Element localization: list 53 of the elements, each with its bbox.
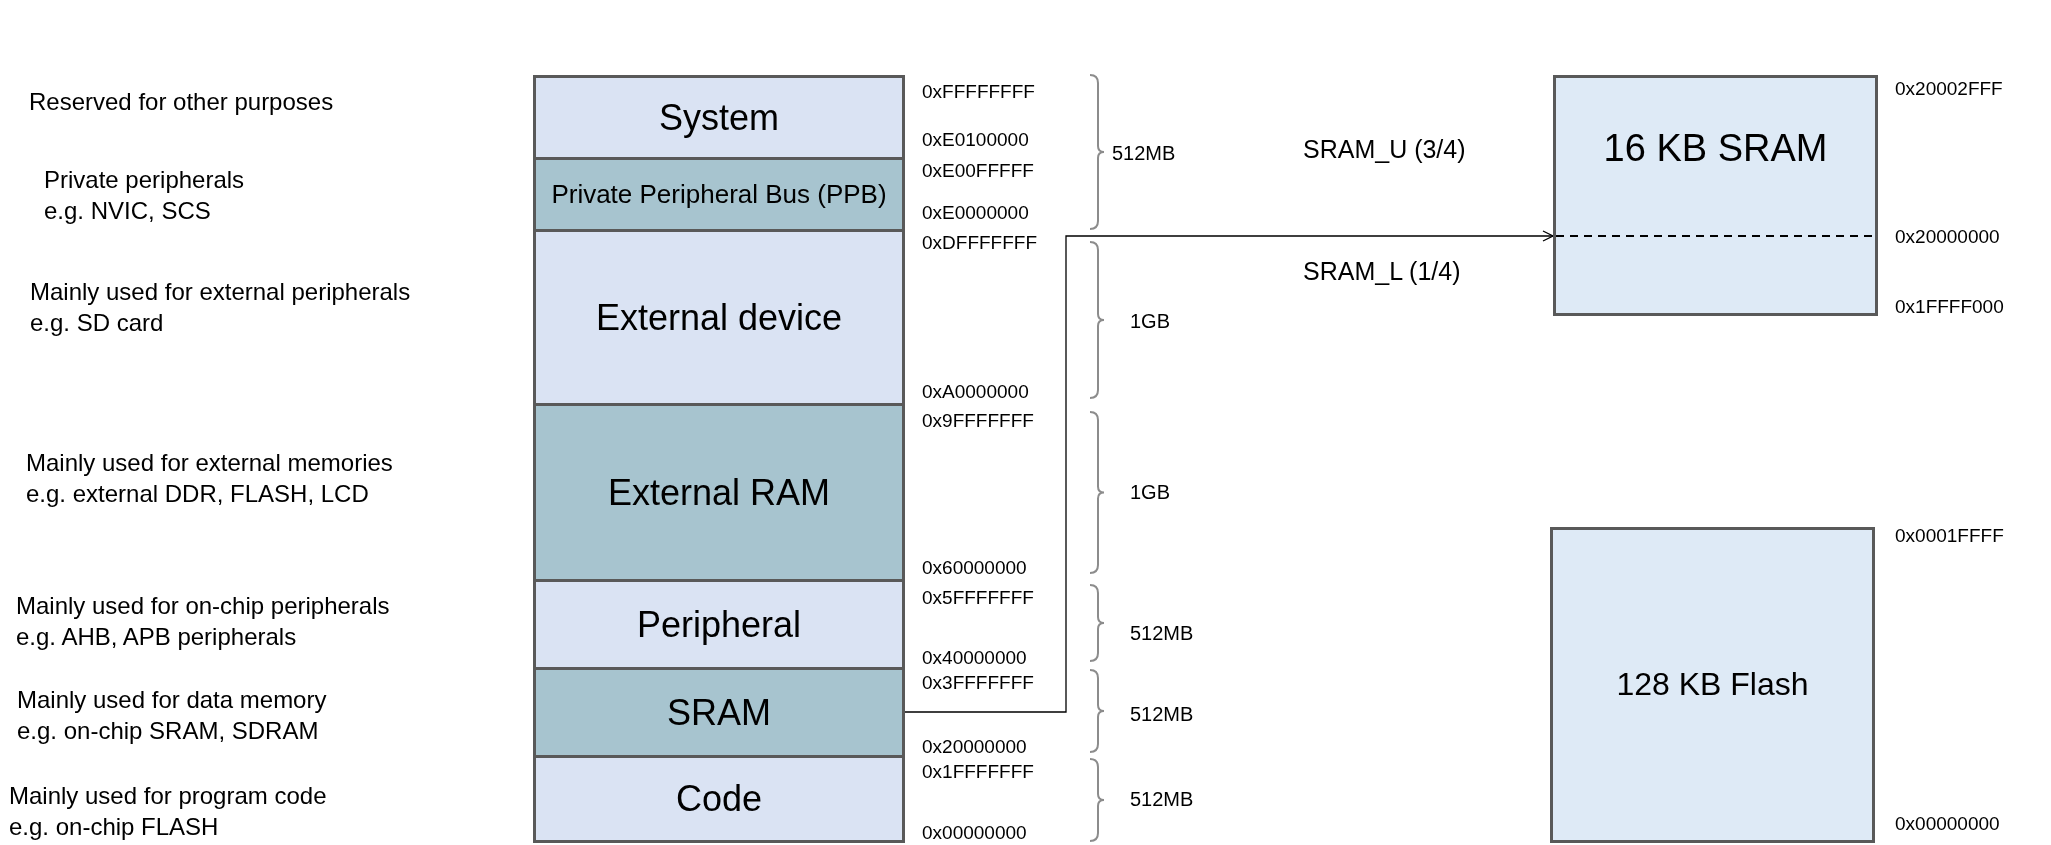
memory-region-block bbox=[533, 229, 905, 406]
address-label: 0x1FFFF000 bbox=[1895, 295, 2004, 318]
address-label: 0x20002FFF bbox=[1895, 77, 2003, 100]
region-description: Reserved for other purposes bbox=[29, 87, 334, 117]
address-label: 0x40000000 bbox=[922, 646, 1027, 669]
memory-region-block bbox=[533, 157, 905, 232]
region-description: Mainly used for external peripherals e.g. SD card bbox=[30, 277, 412, 339]
memory-region-block bbox=[533, 403, 905, 582]
region-name: 128 KB Flash bbox=[1616, 667, 1809, 703]
address-label: 0x20000000 bbox=[922, 735, 1027, 758]
address-label: 0xE0000000 bbox=[922, 201, 1029, 224]
partition-label: SRAM_U (3/4) bbox=[1303, 135, 1466, 164]
address-label: 0xE0100000 bbox=[922, 128, 1029, 151]
region-name: System bbox=[659, 97, 779, 138]
region-name: Private Peripheral Bus (PPB) bbox=[551, 180, 887, 209]
region-name: 16 KB SRAM bbox=[1603, 128, 1828, 170]
size-label: 1GB bbox=[1130, 481, 1171, 504]
address-label: 0x20000000 bbox=[1895, 225, 2000, 248]
region-description: Mainly used for on-chip peripherals e.g. AHB, APB peripherals bbox=[16, 591, 391, 653]
size-label: 512MB bbox=[1130, 622, 1194, 645]
region-name: SRAM bbox=[667, 692, 771, 733]
address-label: 0xE00FFFFF bbox=[922, 159, 1034, 182]
size-label: 512MB bbox=[1130, 703, 1194, 726]
address-label: 0x9FFFFFFF bbox=[922, 409, 1034, 432]
address-label: 0xA0000000 bbox=[922, 380, 1029, 403]
address-label: 0x0001FFFF bbox=[1895, 524, 2004, 547]
partition-label: SRAM_L (1/4) bbox=[1303, 257, 1461, 286]
memory-region-block bbox=[533, 579, 905, 670]
memory-region-block bbox=[533, 755, 905, 843]
address-label: 0x5FFFFFFF bbox=[922, 586, 1034, 609]
address-label: 0xFFFFFFFF bbox=[922, 80, 1035, 103]
memory-block bbox=[1550, 527, 1875, 843]
region-description: Mainly used for program code e.g. on-chip FLASH bbox=[9, 781, 328, 843]
region-name: Peripheral bbox=[636, 604, 802, 645]
region-name: Code bbox=[675, 779, 763, 819]
region-description: Private peripherals e.g. NVIC, SCS bbox=[44, 165, 246, 227]
address-label: 0xDFFFFFFF bbox=[922, 231, 1038, 254]
arrow bbox=[904, 230, 1554, 713]
address-label: 0x3FFFFFFF bbox=[922, 671, 1034, 694]
memory-block bbox=[1553, 75, 1878, 316]
size-label: 512MB bbox=[1112, 142, 1176, 165]
region-description: Mainly used for data memory e.g. on-chip SRAM, SDRAM bbox=[17, 685, 328, 747]
address-label: 0x00000000 bbox=[1895, 812, 2000, 835]
size-label: 1GB bbox=[1130, 310, 1171, 333]
memory-region-block bbox=[533, 75, 905, 160]
address-label: 0x60000000 bbox=[922, 556, 1027, 579]
region-description: Mainly used for external memories e.g. external DDR, FLASH, LCD bbox=[26, 448, 394, 510]
address-label: 0x00000000 bbox=[922, 821, 1027, 844]
region-name: External RAM bbox=[607, 472, 831, 513]
address-label: 0x1FFFFFFF bbox=[922, 760, 1034, 783]
region-name: External device bbox=[595, 297, 843, 338]
memory-region-block bbox=[533, 667, 905, 758]
size-label: 512MB bbox=[1130, 788, 1194, 811]
